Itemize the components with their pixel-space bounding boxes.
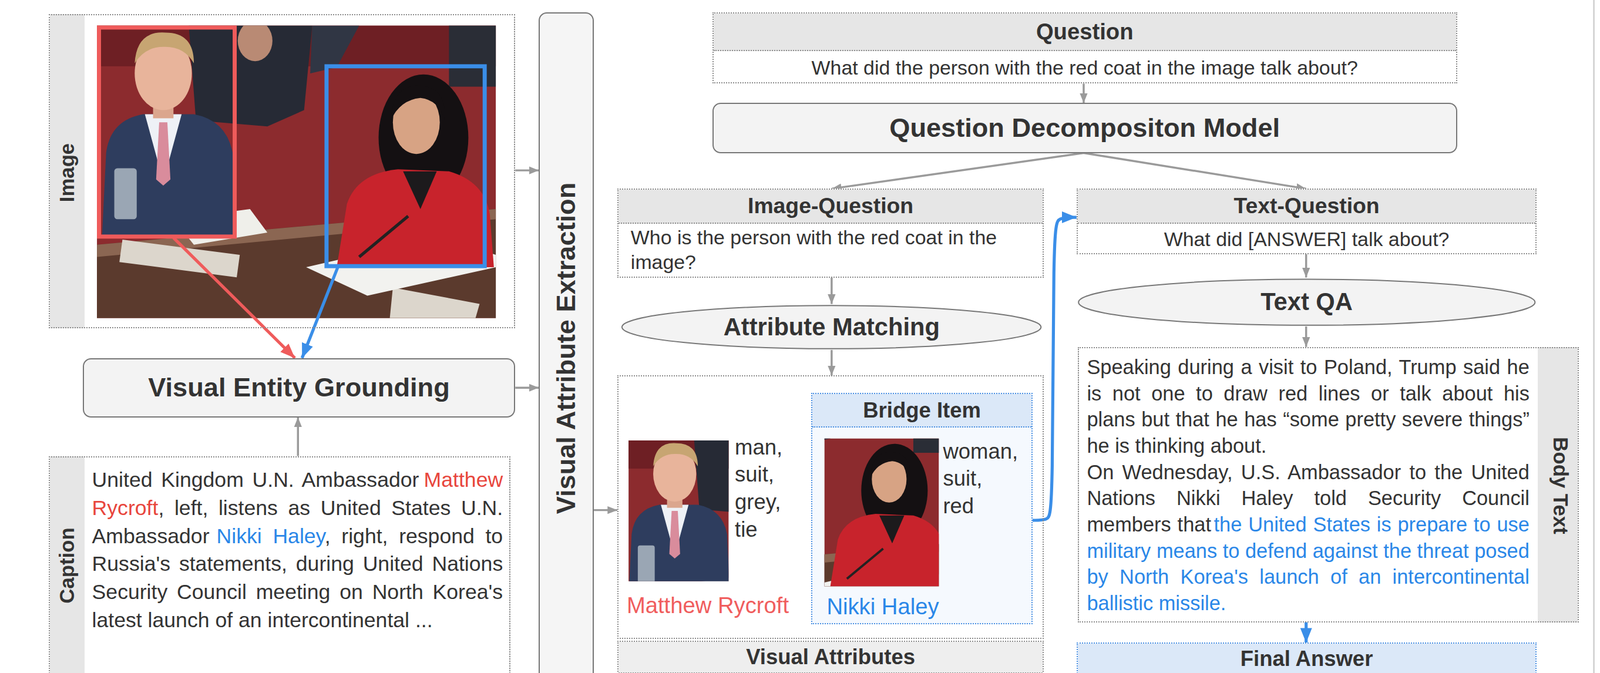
attribute-list: woman, suit, red — [942, 438, 1018, 521]
entity-name: Nikki Haley — [826, 593, 939, 620]
image-panel: Image — [48, 14, 516, 329]
entity-name: Matthew Rycroft — [626, 592, 789, 619]
process-box: Visual Attribute Extraction — [538, 12, 594, 673]
body-text-panel: Body Text Speaking during a visit to Pola… — [1077, 347, 1579, 623]
arrow-connector — [593, 509, 618, 512]
box-header: Image-Question — [618, 189, 1043, 224]
arrow-connector — [1082, 83, 1085, 103]
ellipse-shape — [622, 305, 1041, 349]
box-title: Visual Entity Grounding — [148, 371, 450, 404]
body-text: Speaking during a visit to Poland, Trump… — [1086, 354, 1529, 460]
panel-label: Body Text — [1547, 437, 1573, 535]
attribute-box: man, suit, grey, tieMatthew Rycroft Bridg… — [617, 375, 1044, 639]
arrow-connector — [830, 277, 833, 305]
bridge-box: Bridge Item woman, suit, redNikki Haley — [811, 392, 1033, 625]
panel-label: Image — [55, 143, 80, 203]
result-box: Visual Attributes — [617, 640, 1044, 673]
arrow-connector — [1083, 153, 1307, 190]
ellipse-shape — [1078, 279, 1535, 325]
result-box: Final Answer — [1076, 642, 1538, 673]
process-ellipse: Attribute Matching — [620, 304, 1043, 351]
arrow-connector — [1305, 326, 1307, 348]
box-title: Attribute Matching — [723, 312, 940, 342]
arrow-connector — [297, 417, 299, 457]
box-body: What did the person with the red coat in… — [713, 51, 1457, 80]
question-box: Text-QuestionWhat did [ANSWER] talk abou… — [1076, 188, 1538, 254]
entity-name: Nikki Haley — [216, 524, 325, 549]
box-header: Question — [713, 13, 1457, 52]
question-box: Image-QuestionWho is the person with the… — [617, 188, 1044, 278]
process-ellipse: Text QA — [1076, 277, 1538, 327]
arrow-connector — [515, 169, 539, 171]
panel-label: Caption — [55, 527, 80, 604]
box-header: Bridge Item — [812, 394, 1032, 429]
process-box: Visual Entity Grounding — [82, 358, 516, 418]
arrow-connector — [1305, 254, 1307, 278]
box-body: What did [ANSWER] talk about? — [1077, 223, 1536, 252]
photo-use — [653, 404, 949, 625]
box-title: Text QA — [1260, 287, 1353, 317]
arrow-connector — [1304, 622, 1308, 644]
arrow-connector — [515, 386, 539, 389]
caption-panel: CaptionUnited Kingdom U.N. Ambassador Ma… — [48, 456, 510, 673]
arrow-connector — [830, 350, 833, 376]
attribute-list: man, suit, grey, tie — [734, 434, 783, 545]
box-title: Question Decompositon Model — [889, 112, 1280, 144]
box-title: Visual Attribute Extraction — [550, 182, 583, 514]
box-header: Visual Attributes — [618, 641, 1043, 673]
edge-rule — [1592, 0, 1595, 673]
question-box: QuestionWhat did the person with the red… — [712, 12, 1458, 84]
woman-crop — [653, 404, 949, 625]
caption-text: United Kingdom U.N. Ambassador — [92, 468, 420, 492]
box-header: Text-Question — [1077, 189, 1536, 224]
arrow-connector — [831, 153, 1084, 190]
box-body: Who is the person with the red coat in t… — [618, 223, 1043, 275]
box-header: Final Answer — [1077, 643, 1536, 673]
process-box: Question Decompositon Model — [712, 102, 1458, 153]
